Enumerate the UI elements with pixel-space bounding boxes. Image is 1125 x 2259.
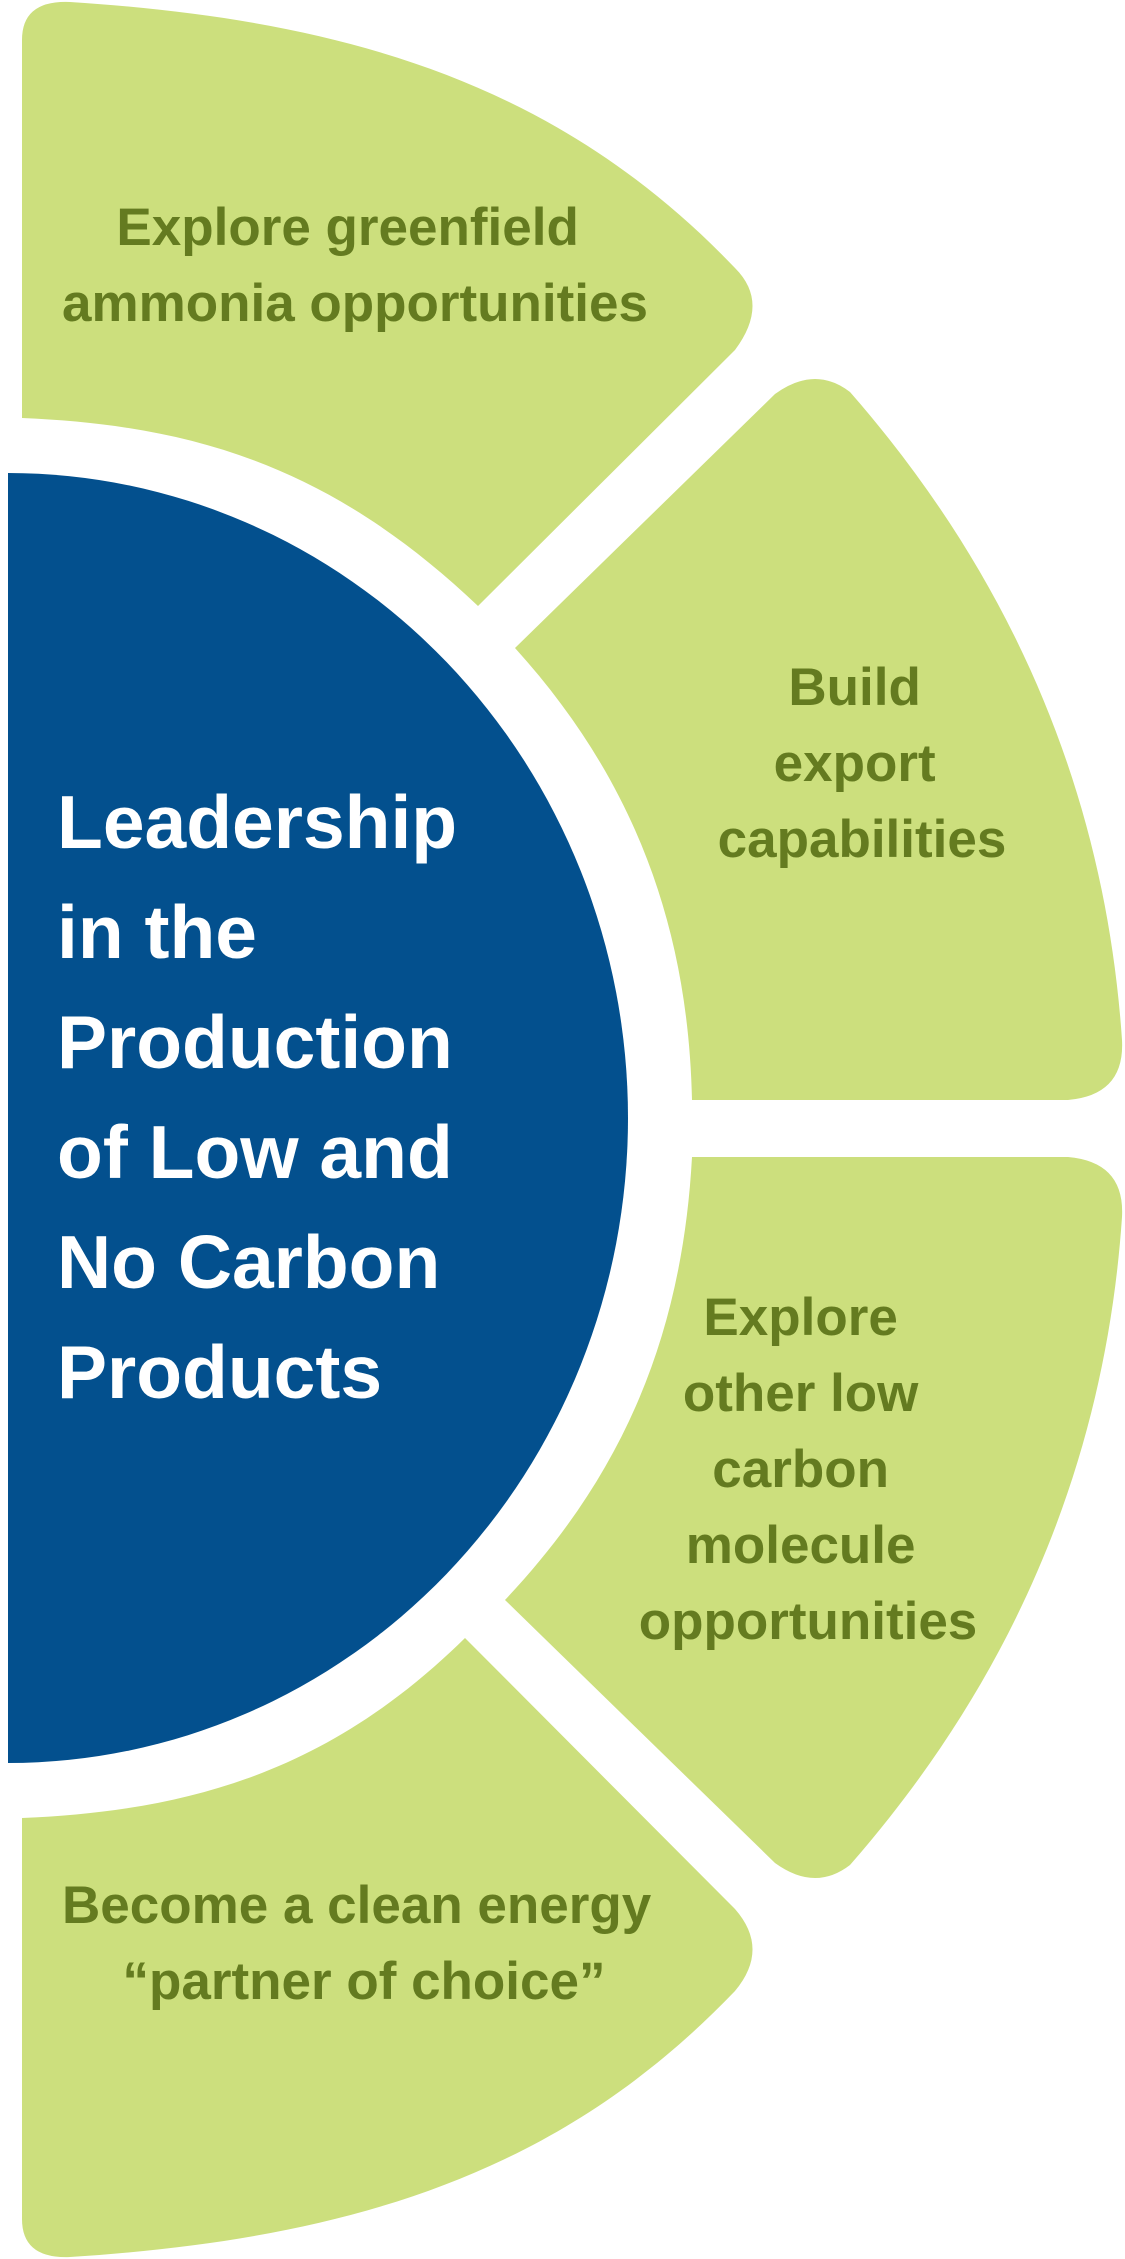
core-title-line: Leadership <box>57 780 457 864</box>
segment-label-line: Explore <box>703 1288 897 1347</box>
segment-label-line: other low <box>683 1364 919 1423</box>
core-half-circle <box>8 473 628 1763</box>
segment-label-line: opportunities <box>639 1592 978 1651</box>
segment-low-carbon-molecules-label: Explore other low carbon molecule opport… <box>639 1288 978 1651</box>
segment-label-line: capabilities <box>718 810 1007 869</box>
core-title-line: Products <box>57 1330 382 1414</box>
segment-label-line: carbon <box>712 1440 889 1499</box>
core-title-line: in the <box>57 890 257 974</box>
segment-greenfield-ammonia-label: Explore greenfield ammonia opportunities <box>62 198 648 333</box>
segment-label-line: Build <box>788 658 920 717</box>
segment-label-line: molecule <box>686 1516 916 1575</box>
segment-label-line: export <box>774 734 936 793</box>
segment-clean-energy-partner-label: Become a clean energy “partner of choice… <box>62 1876 666 2011</box>
segment-export-capabilities-label: Build export capabilities <box>718 658 1007 869</box>
core-title-line: No Carbon <box>57 1220 440 1304</box>
segment-greenfield-ammonia <box>22 1 753 606</box>
core-title-line: of Low and <box>57 1110 453 1194</box>
segment-label-line: ammonia opportunities <box>62 274 648 333</box>
core-title: Leadership in the Production of Low and … <box>57 780 478 1414</box>
core-title-line: Production <box>57 1000 453 1084</box>
segment-low-carbon-molecules <box>505 1157 1123 1879</box>
segment-export-capabilities <box>515 378 1123 1100</box>
segment-label-line: “partner of choice” <box>123 1952 606 2011</box>
segment-label-line: Explore greenfield <box>116 198 578 257</box>
segment-clean-energy-partner <box>22 1638 753 2258</box>
segment-label-line: Become a clean energy <box>62 1876 652 1935</box>
